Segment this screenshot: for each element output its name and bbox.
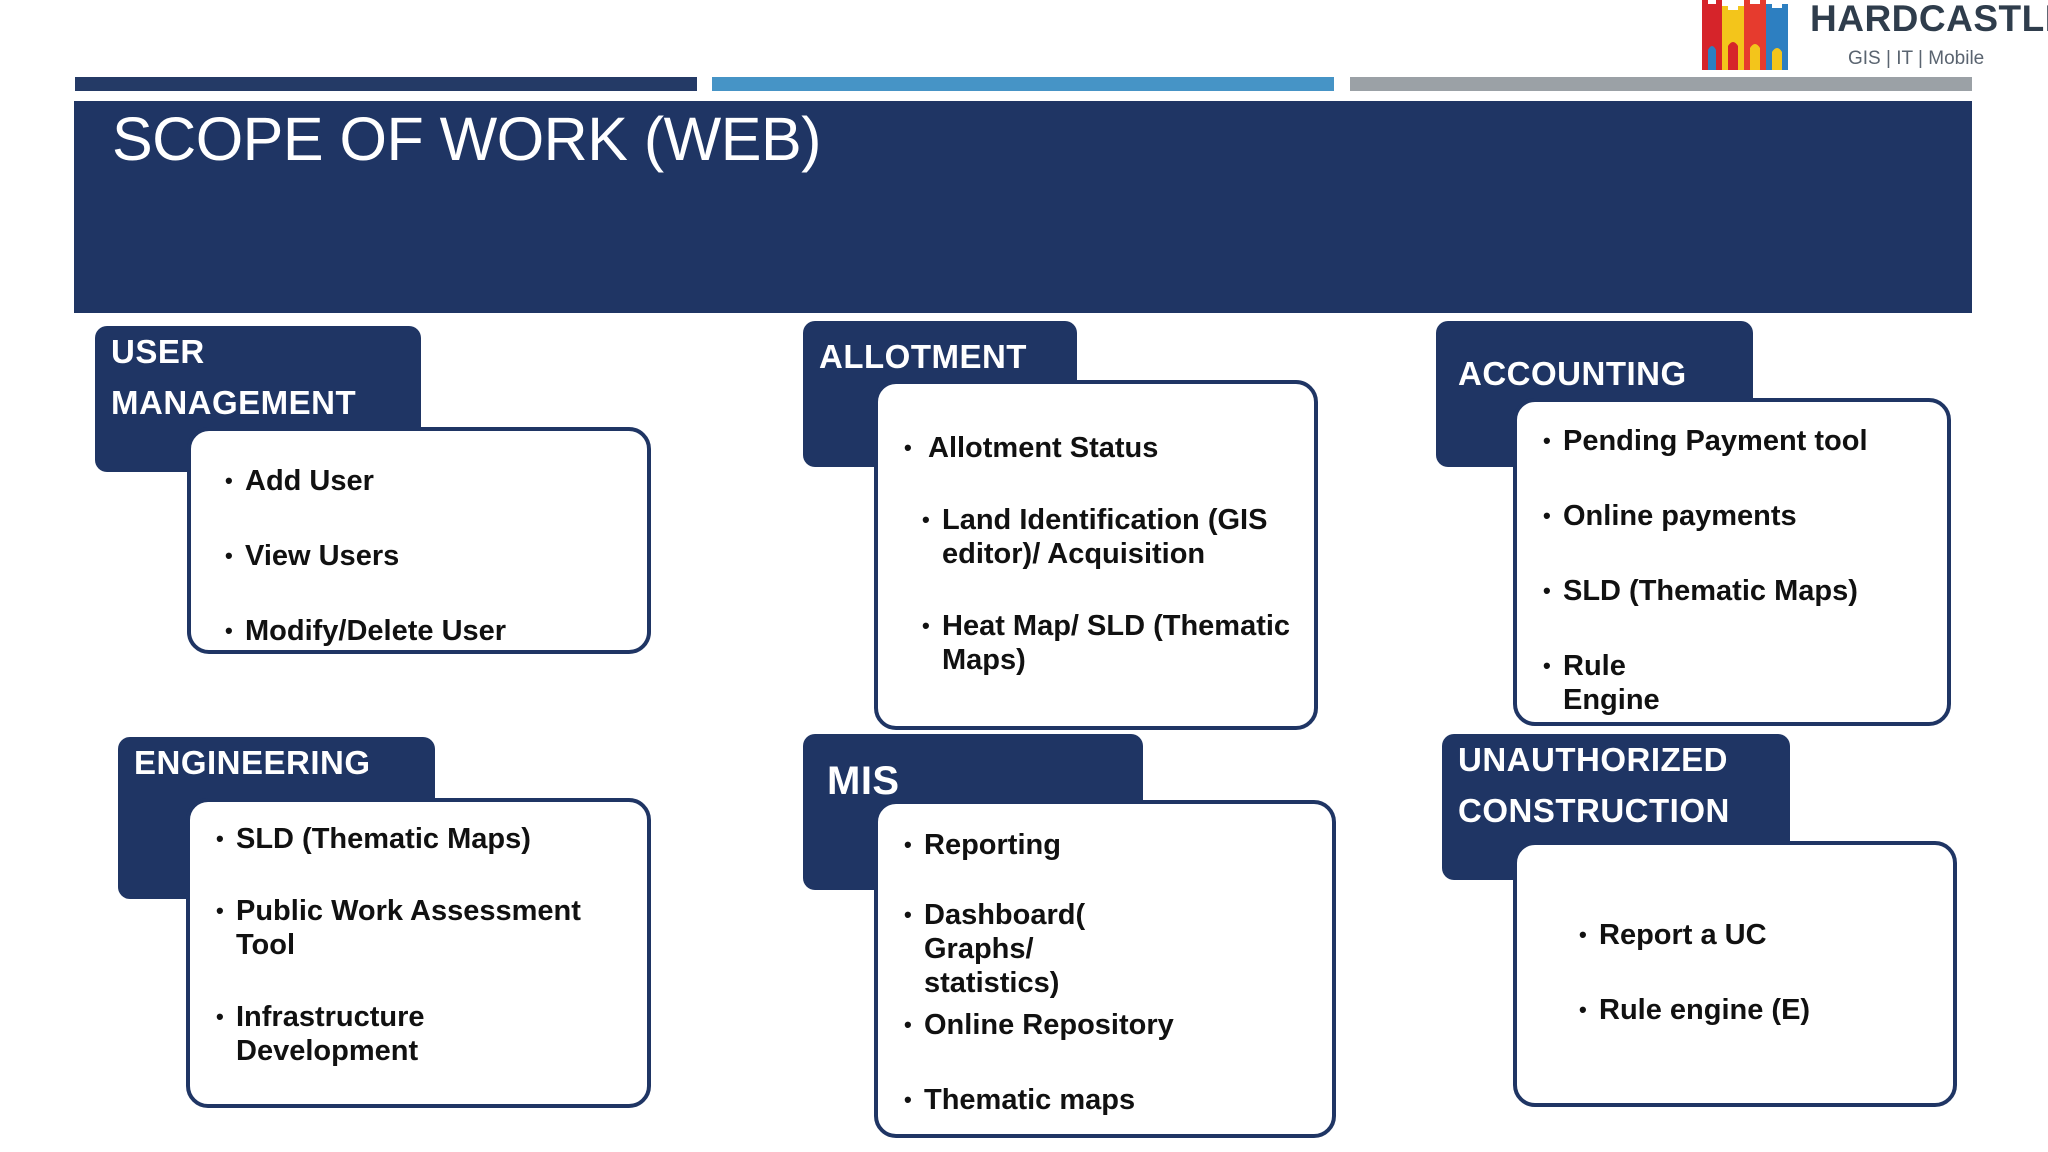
list-item: Modify/Delete User: [225, 614, 635, 648]
item-list: Reporting Dashboard( Graphs/ statistics)…: [904, 828, 1304, 1117]
section-label: ACCOUNTING: [1458, 355, 1687, 392]
item-list: Pending Payment tool Online payments SLD…: [1543, 424, 1923, 717]
item-list: SLD (Thematic Maps) Public Work Assessme…: [216, 822, 616, 1068]
logo-tagline: GIS | IT | Mobile: [1848, 48, 1985, 69]
item-list: Report a UC Rule engine (E): [1579, 918, 1939, 1027]
list-item: SLD (Thematic Maps): [1543, 574, 1923, 608]
header-bar-dark: [75, 77, 697, 91]
list-item: Pending Payment tool: [1543, 424, 1923, 458]
header-bar-blue: [712, 77, 1334, 91]
slide-title: SCOPE OF WORK (WEB): [112, 105, 821, 173]
logo-wordmark: HARDCASTLE: [1810, 0, 2048, 39]
card-unauthorized-construction: Report a UC Rule engine (E): [1513, 841, 1957, 1107]
section-label: ALLOTMENT: [819, 338, 1027, 375]
list-item: Rule Engine: [1543, 649, 1683, 717]
section-label: USER MANAGEMENT: [111, 333, 357, 421]
list-item: Add User: [225, 464, 635, 498]
list-item: Reporting: [904, 828, 1304, 862]
card-user-management: Add User View Users Modify/Delete User: [187, 427, 651, 654]
section-label: UNAUTHORIZED CONSTRUCTION: [1458, 741, 1730, 829]
item-list: Allotment Status Land Identification (GI…: [904, 431, 1304, 677]
item-list: Add User View Users Modify/Delete User: [225, 464, 635, 648]
list-item: Land Identification (GIS editor)/ Acquis…: [922, 503, 1302, 571]
list-item: Report a UC: [1579, 918, 1939, 952]
section-label: ENGINEERING: [134, 744, 371, 781]
hardcastle-logo: HARDCASTLE GIS | IT | Mobile: [1694, 0, 2048, 72]
list-item: View Users: [225, 539, 635, 573]
list-item: Thematic maps: [904, 1083, 1304, 1117]
list-item: Allotment Status: [904, 431, 1304, 465]
card-allotment: Allotment Status Land Identification (GI…: [874, 380, 1318, 730]
header-bar-gray: [1350, 77, 1972, 91]
section-label: MIS: [827, 759, 900, 803]
list-item: Online payments: [1543, 499, 1923, 533]
list-item: Heat Map/ SLD (Thematic Maps): [922, 609, 1302, 677]
list-item: Rule engine (E): [1579, 993, 1939, 1027]
list-item: Public Work Assessment Tool: [216, 894, 616, 962]
card-mis: Reporting Dashboard( Graphs/ statistics)…: [874, 800, 1336, 1138]
card-engineering: SLD (Thematic Maps) Public Work Assessme…: [186, 798, 651, 1108]
list-item: Dashboard( Graphs/ statistics): [904, 898, 1094, 1000]
title-banner: [74, 101, 1972, 313]
list-item: Online Repository: [904, 1008, 1304, 1042]
list-item: SLD (Thematic Maps): [216, 822, 616, 856]
card-accounting: Pending Payment tool Online payments SLD…: [1513, 398, 1951, 726]
list-item: Infrastructure Development: [216, 1000, 476, 1068]
castle-icon: [1702, 0, 1788, 70]
